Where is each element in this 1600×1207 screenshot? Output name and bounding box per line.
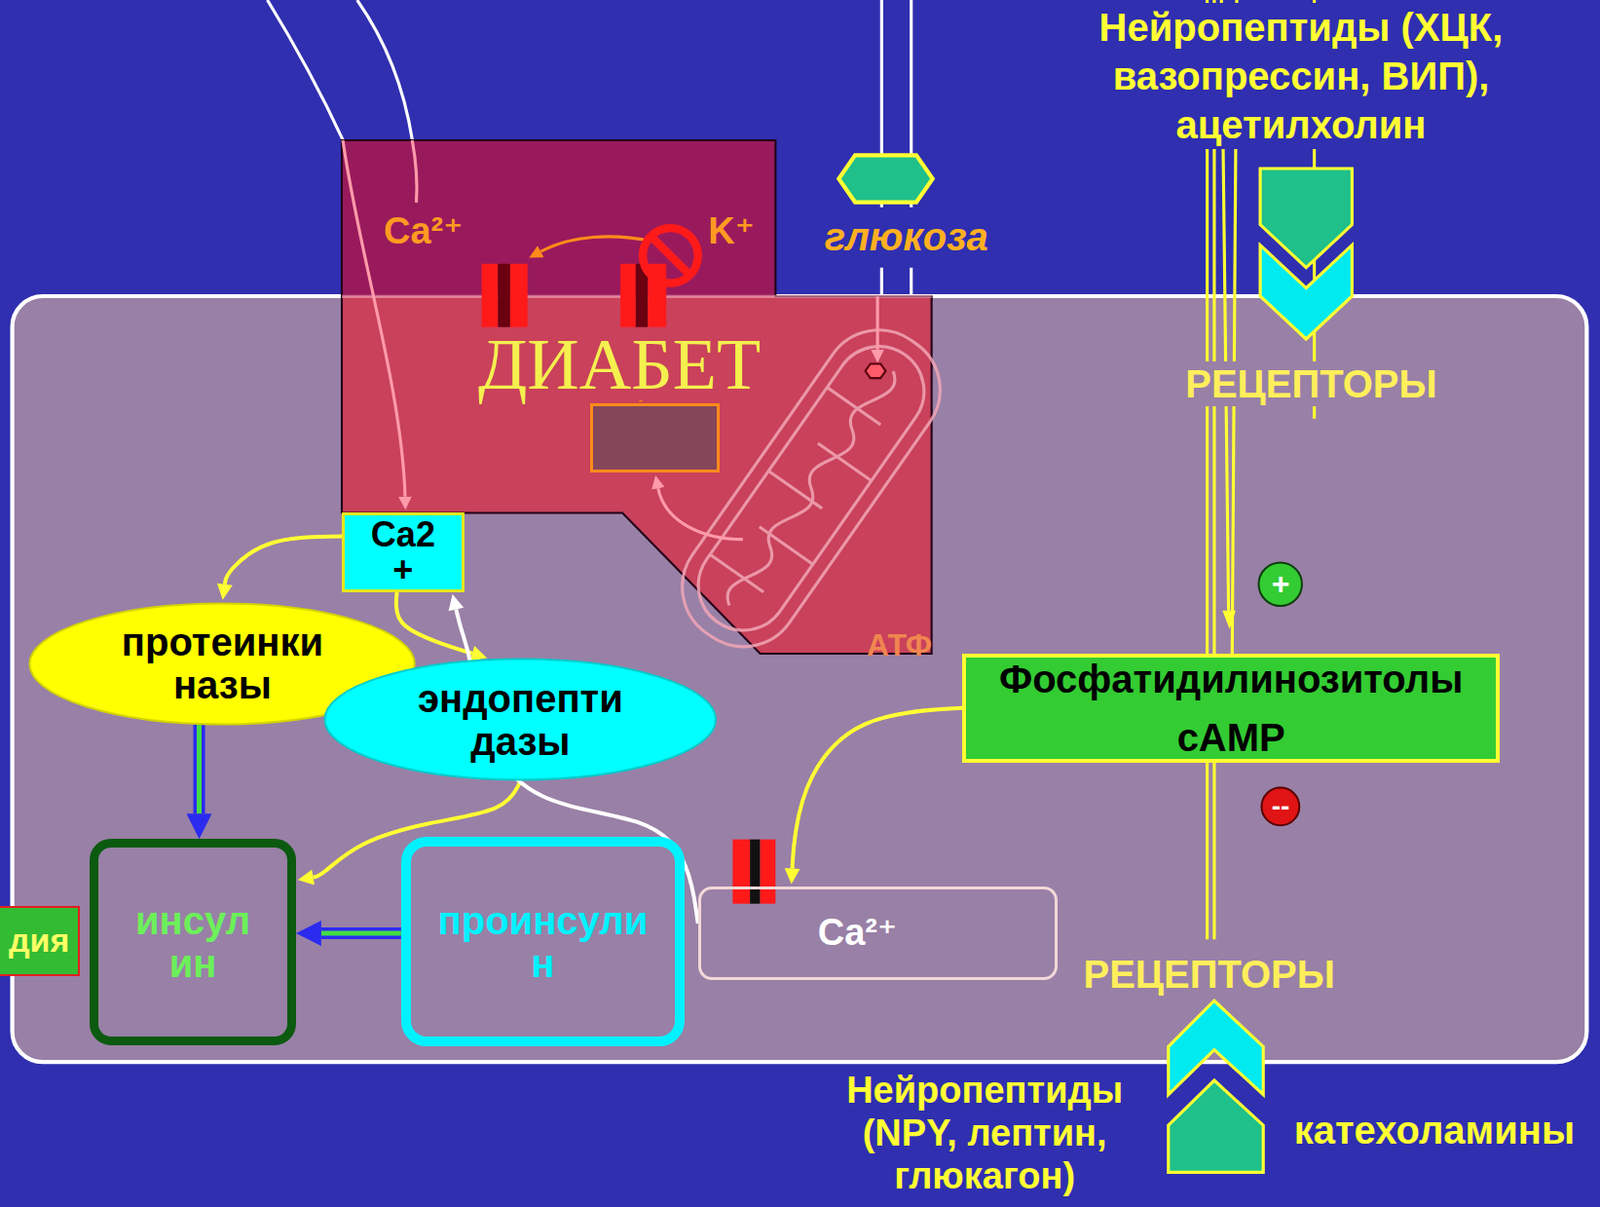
depolarization-arrow (540, 235, 653, 251)
calcium-channel (497, 262, 511, 327)
calcium-label: Ca2 + (371, 517, 436, 588)
calcium-channel (510, 262, 528, 327)
endopeptidase-ellipse: эндопепти дазы (323, 657, 717, 782)
prohibition-sign (642, 227, 699, 284)
calcium-channel (760, 839, 777, 904)
diabetes-area (341, 140, 776, 297)
calcium-store: Ca²⁺ (698, 886, 1058, 980)
calcium-channel (732, 839, 750, 904)
block-arrow-shaft (321, 930, 402, 936)
prohibition-sign (651, 235, 691, 275)
glucose-molecule (865, 363, 887, 378)
activation-sign-fill (1259, 561, 1303, 605)
phosphoinositide-label: Фосфатидилинозитолы (999, 657, 1463, 701)
calcium-store-label: Ca²⁺ (818, 912, 897, 954)
minus-sign: -- (1271, 792, 1291, 820)
mitochondrion-dna (721, 365, 900, 610)
insulin-label: инсул ин (135, 898, 251, 985)
plus-sign: + (1271, 567, 1291, 599)
block-arrow-shaft (196, 724, 202, 814)
receptor-chevron (1260, 245, 1352, 339)
block-arrow (321, 932, 402, 934)
proinsulin-box: проинсули н (401, 836, 685, 1046)
block-arrow-shaft (193, 724, 206, 814)
cell-membrane (12, 296, 1588, 1062)
glucose-hexagon (838, 154, 932, 202)
insulin-box: инсул ин (89, 838, 297, 1045)
activation-sign: + (1257, 560, 1303, 607)
yellow-arrow (224, 536, 342, 585)
secretion-label: дия (8, 922, 70, 959)
atp-label: АТФ (866, 628, 932, 663)
calcium-inflow-line (342, 140, 406, 497)
calcium-inflow-line (267, 0, 344, 141)
mitochondrion-cristae (709, 386, 901, 606)
signal-arrowhead (1222, 610, 1236, 630)
neuropeptide-bottom-label: Нейропептиды (NPY, лептин, глюкагон) (818, 1069, 1151, 1197)
atp-production-arrow (658, 487, 744, 539)
calcium-box: Ca2 + (341, 512, 465, 593)
inhibition-sign: -- (1260, 785, 1302, 827)
endopeptidase-label: эндопепти дазы (417, 676, 624, 763)
secretion-box: дия (0, 905, 80, 975)
catecholamine-label: катехоламины (1294, 1107, 1575, 1153)
proinsulin-label: проинсули н (438, 898, 649, 985)
glucose-label: глюкоза (824, 214, 989, 260)
block-arrow-shaft (321, 927, 402, 939)
protein-kinase-label: протеинки назы (121, 620, 324, 707)
calcium-inflow-line (357, 0, 413, 141)
diabetes-title: ДИАБЕТ (472, 328, 767, 401)
potassium-channel (620, 262, 636, 327)
calcium-ion-label: Ca²⁺ (383, 210, 463, 254)
receptor-label: РЕЦЕПТОРЫ (1077, 951, 1340, 997)
diabetes-area (341, 296, 932, 654)
receptor-label: РЕЦЕПТОРЫ (1179, 361, 1443, 407)
calcium-inflow-line (411, 140, 417, 203)
calcium-channel (482, 262, 499, 327)
receptor-chevron (1260, 168, 1352, 268)
yellow-arrow-shaft (792, 707, 964, 869)
inhibition-sign-fill (1262, 786, 1301, 825)
camp-label: cAMP (1177, 715, 1286, 759)
yellow-arrow-shaft (224, 536, 342, 585)
yellow-arrow (792, 707, 964, 869)
block-arrow (198, 724, 200, 814)
endopeptidase-ellipse-fill (325, 659, 716, 781)
glucose-uptake-arrow (876, 296, 880, 349)
atp-box: АТФ (590, 403, 720, 473)
calcium-channel (749, 839, 760, 904)
neuropeptide-top-label: Нейропептиды (ХЦК, вазопрессин, ВИП), ац… (1076, 2, 1526, 149)
potassium-ion-label: K⁺ (707, 210, 755, 254)
phosphoinositide-box: Фосфатидилинозитолы cAMP (962, 653, 1500, 763)
receptor-chevron (1168, 1079, 1264, 1172)
